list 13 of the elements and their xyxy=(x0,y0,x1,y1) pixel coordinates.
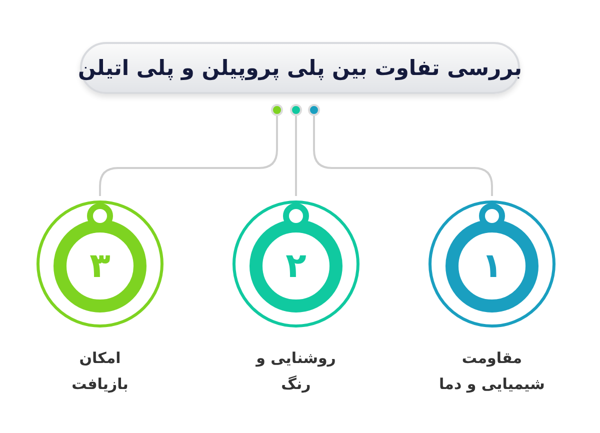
connector-dot xyxy=(271,104,283,116)
step-number: ۱ xyxy=(480,245,504,288)
connector-line xyxy=(295,116,297,196)
connector-line xyxy=(313,116,493,196)
step-label: امکان بازیافت xyxy=(70,348,130,396)
connector-dot xyxy=(290,104,302,116)
title-banner: بررسی تفاوت بین پلی پروپیلن و پلی اتیلن xyxy=(80,42,520,94)
step-label: روشنایی و رنگ xyxy=(256,348,336,396)
step-label: مقاومت شیمیایی و دما xyxy=(438,348,546,396)
step-number: ۲ xyxy=(284,245,308,288)
step-number: ۳ xyxy=(88,245,112,288)
connector-line xyxy=(99,116,278,196)
connector-dot xyxy=(308,104,320,116)
